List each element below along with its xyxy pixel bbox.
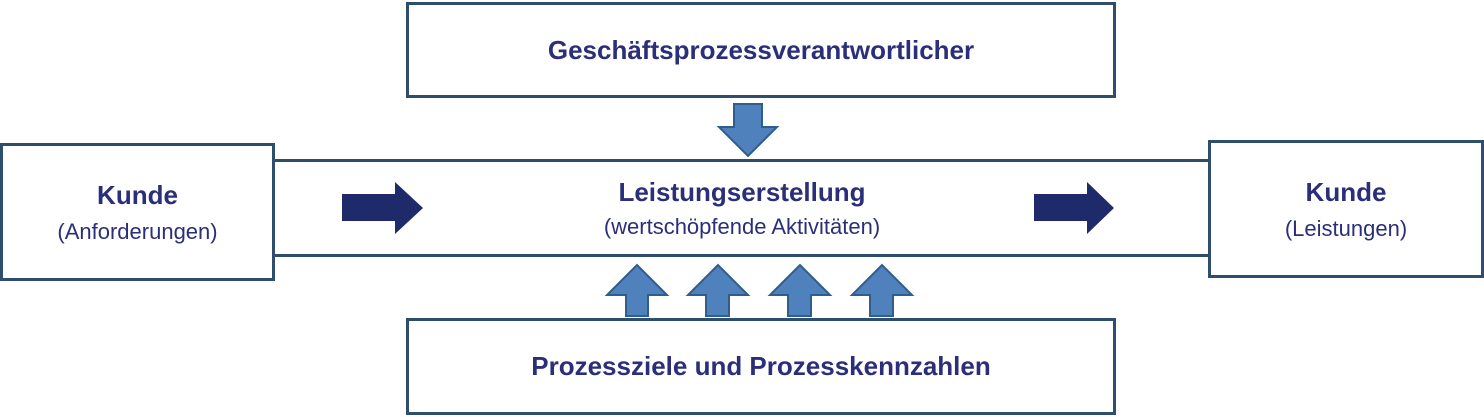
customer-requirements-title: Kunde — [97, 179, 178, 210]
owner-title: Geschäftsprozessverantwortlicher — [547, 34, 975, 65]
customer-requirements-subtitle: (Anforderungen) — [57, 218, 218, 244]
arrow-up-icon — [685, 263, 751, 317]
process-subtitle: (wertschöpfende Aktivitäten) — [603, 213, 881, 239]
goals-box: Prozessziele und Prozesskennzahlen — [406, 318, 1116, 415]
goals-title: Prozessziele und Prozesskennzahlen — [531, 351, 991, 381]
arrow-right-icon — [1034, 182, 1114, 234]
owner-box: Geschäftsprozessverantwortlicher — [406, 2, 1116, 98]
customer-services-box: Kunde (Leistungen) — [1208, 140, 1484, 278]
arrow-up-icon — [604, 263, 670, 317]
customer-services-title: Kunde — [1305, 176, 1387, 207]
customer-services-subtitle: (Leistungen) — [1284, 215, 1408, 241]
arrow-up-icon — [849, 263, 915, 317]
process-title: Leistungserstellung — [618, 176, 866, 207]
arrow-right-icon — [342, 182, 423, 234]
customer-requirements-box: Kunde (Anforderungen) — [0, 143, 275, 281]
arrow-down-icon — [716, 103, 780, 158]
arrow-up-icon — [767, 263, 833, 317]
